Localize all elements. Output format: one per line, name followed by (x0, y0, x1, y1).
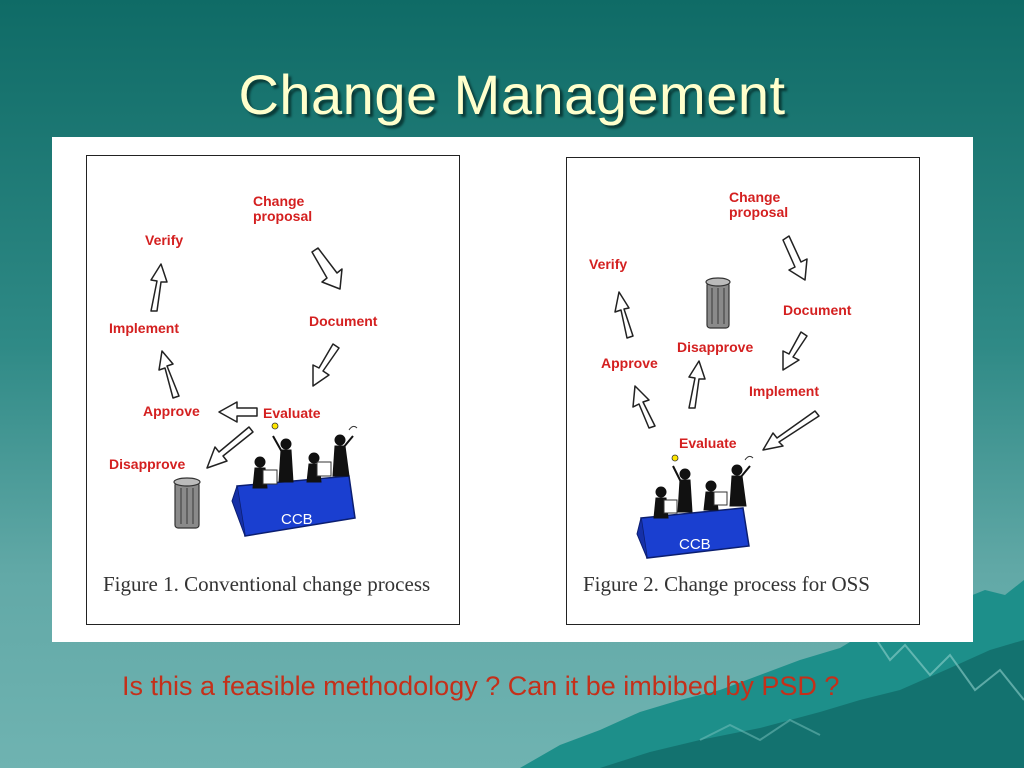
arrow-evaluate-to-approve (218, 401, 258, 423)
arrow-implement-to-verify (150, 263, 168, 312)
label-verify: Verify (589, 256, 628, 272)
label-document: Document (309, 313, 378, 329)
arrow-approve-to-implement (158, 350, 180, 399)
trash-can-icon (173, 477, 201, 529)
label-disapprove: Disapprove (109, 456, 186, 472)
label-evaluate: Evaluate (263, 405, 321, 421)
label-document: Document (783, 302, 852, 318)
label-evaluate: Evaluate (679, 435, 737, 451)
label-ccb: CCB (679, 536, 711, 553)
figure2-arrows (614, 235, 820, 559)
label-change-proposal: Change proposal (253, 193, 313, 224)
arrow-proposal-to-document (311, 247, 343, 290)
label-ccb: CCB (281, 511, 313, 528)
label-implement: Implement (109, 320, 180, 336)
discussion-question: Is this a feasible methodology ? Can it … (122, 671, 840, 701)
trash-can-icon (705, 277, 731, 329)
arrow-ccb-to-disapprove (206, 426, 254, 469)
arrow-approve-to-verify (614, 291, 634, 339)
label-implement: Implement (749, 383, 820, 399)
label-disapprove: Disapprove (677, 339, 754, 355)
arrow-evaluate-to-disapprove (688, 360, 706, 409)
ccb-committee-icon (636, 454, 754, 559)
ccb-committee-icon (231, 422, 358, 537)
arrow-document-to-implement (782, 331, 808, 371)
arrow-document-to-evaluate (312, 343, 340, 387)
figures-panel: Change proposal Document Evaluate Approv… (52, 137, 973, 642)
arrow-proposal-to-document (782, 235, 808, 281)
figure2-caption: Figure 2. Change process for OSS (583, 572, 870, 596)
figure-change-process-oss: Change proposal Document Implement Evalu… (566, 157, 920, 625)
label-change-proposal: Change proposal (729, 189, 789, 220)
arrow-evaluate-to-approve (632, 385, 656, 429)
label-approve: Approve (601, 355, 658, 371)
label-approve: Approve (143, 403, 200, 419)
arrow-implement-to-evaluate (762, 410, 820, 451)
figure1-caption: Figure 1. Conventional change process (103, 572, 431, 596)
figure1-arrows (150, 247, 358, 537)
label-verify: Verify (145, 232, 184, 248)
slide-title: Change Management (238, 63, 786, 126)
figure-conventional-change-process: Change proposal Document Evaluate Approv… (86, 155, 460, 625)
